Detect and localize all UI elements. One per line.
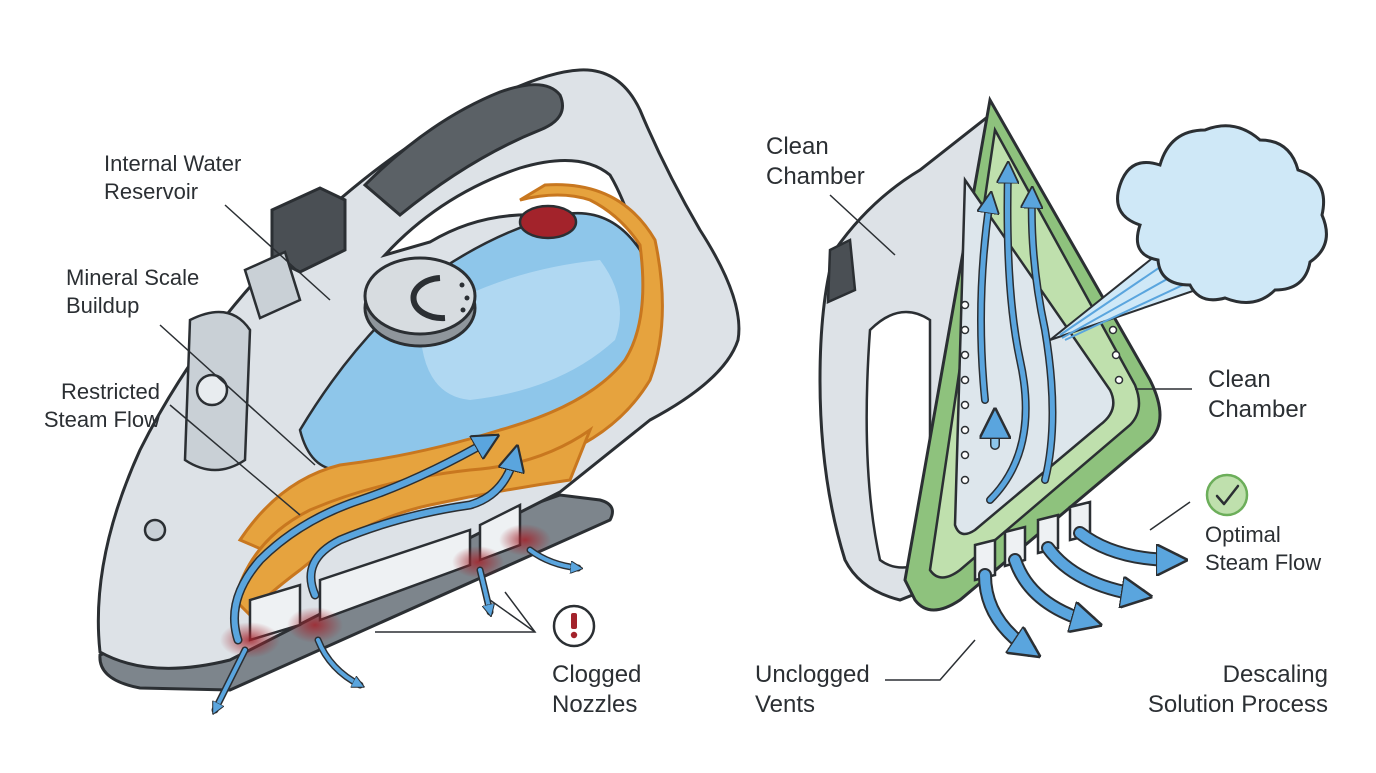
label-line: Vents xyxy=(755,691,816,718)
label-descaling-solution-process: Descaling Solution Process xyxy=(1080,660,1328,720)
clogged-iron xyxy=(96,68,741,710)
clean-flow-arrows xyxy=(981,170,1057,504)
label-clean-chamber-top: Clean Chamber xyxy=(766,132,865,192)
steam-cloud xyxy=(1116,124,1328,304)
optimal-steam-arrows xyxy=(978,526,1175,650)
label-clean-chamber-right: Clean Chamber xyxy=(1208,365,1307,425)
label-unclogged-vents: Unclogged Vents xyxy=(755,660,870,720)
label-line: Steam Flow xyxy=(43,407,160,432)
label-line: Clogged xyxy=(552,661,642,688)
label-line: Steam Flow xyxy=(1205,550,1322,575)
label-line: Chamber xyxy=(766,163,865,190)
clean-iron xyxy=(818,95,1328,650)
label-line: Descaling xyxy=(1222,661,1328,688)
label-line: Buildup xyxy=(66,293,140,318)
label-internal-water-reservoir: Internal Water Reservoir xyxy=(104,150,241,206)
label-line: Clean xyxy=(766,133,829,160)
restricted-steam-arrows xyxy=(211,440,578,710)
label-optimal-steam-flow: Optimal Steam Flow xyxy=(1205,521,1321,577)
leader-lines xyxy=(159,194,1192,681)
label-line: Optimal xyxy=(1205,522,1281,547)
left-handle-grip xyxy=(362,83,564,217)
label-line: Chamber xyxy=(1208,396,1307,423)
label-line: Restricted xyxy=(60,379,160,404)
label-restricted-steam-flow: Restricted Steam Flow xyxy=(20,378,160,434)
label-line: Reservoir xyxy=(104,179,199,204)
checkmark-icon xyxy=(1205,473,1249,517)
label-line: Internal Water xyxy=(104,151,242,176)
label-line: Mineral Scale xyxy=(66,265,200,290)
label-line: Unclogged xyxy=(755,661,870,688)
label-line: Clean xyxy=(1208,366,1271,393)
label-line: Solution Process xyxy=(1147,691,1328,718)
label-mineral-scale-buildup: Mineral Scale Buildup xyxy=(66,264,199,320)
warning-icon xyxy=(552,604,596,648)
label-line: Nozzles xyxy=(552,691,638,718)
label-clogged-nozzles: Clogged Nozzles xyxy=(552,660,641,720)
